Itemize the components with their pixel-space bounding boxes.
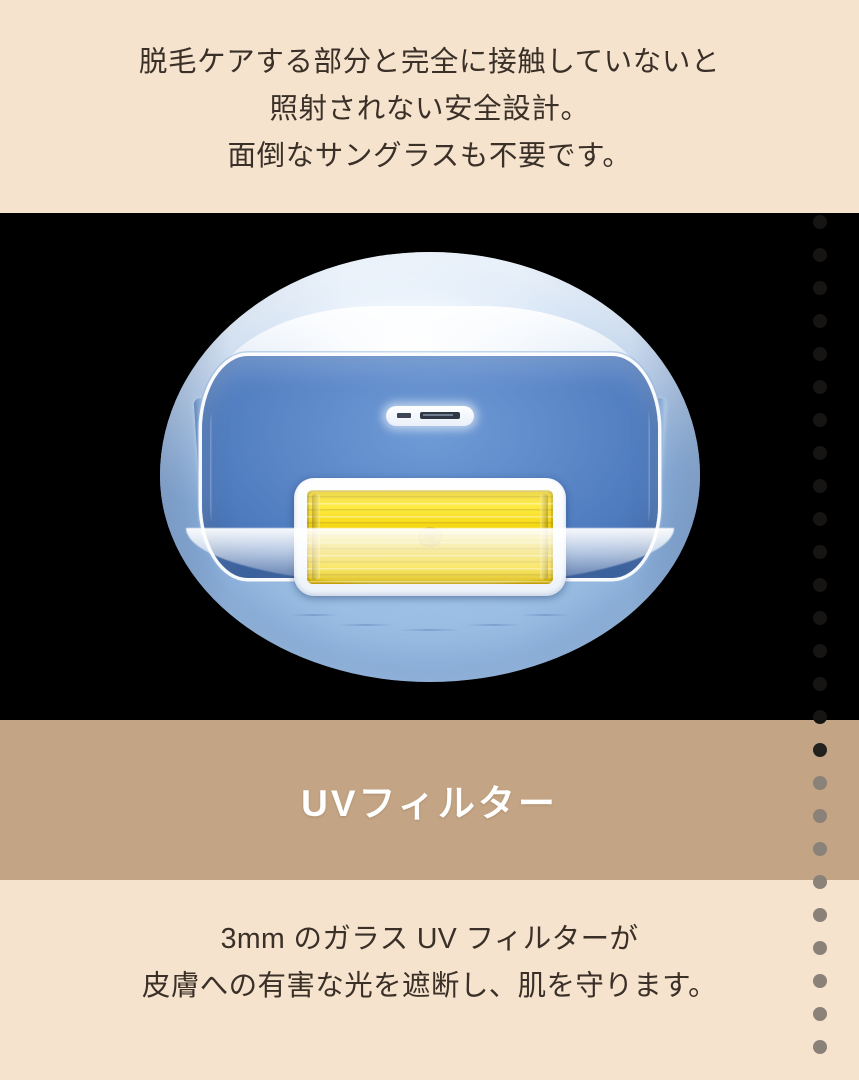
scroll-indicator-dot[interactable] (813, 809, 827, 823)
scroll-indicator-dot[interactable] (813, 611, 827, 625)
uv-filter-emblem-icon (417, 526, 442, 547)
indicator-mark-left (396, 412, 411, 418)
scroll-indicator-dot[interactable] (813, 545, 827, 559)
bottom-description-line-2: 皮膚への有害な光を遮断し、肌を守ります。 (141, 970, 718, 1002)
scroll-indicator-dot[interactable] (813, 281, 827, 295)
scroll-indicator-dot[interactable] (813, 875, 827, 889)
bottom-description-block: 3mm のガラス UV フィルターが 皮膚への有害な光を遮断し、肌を守ります。 (0, 880, 859, 1080)
scroll-indicator-dot[interactable] (813, 1007, 827, 1021)
scroll-indicator-dot[interactable] (813, 347, 827, 361)
scroll-indicator-dot[interactable] (813, 677, 827, 691)
scroll-indicator-dot[interactable] (813, 743, 827, 757)
scroll-indicator[interactable] (813, 211, 829, 1080)
section-title: UVフィルター (301, 783, 558, 824)
scroll-indicator-dot[interactable] (813, 248, 827, 262)
scroll-indicator-dot[interactable] (813, 578, 827, 592)
scroll-indicator-dot[interactable] (813, 413, 827, 427)
scroll-indicator-dot[interactable] (813, 842, 827, 856)
uv-filter-gloss (306, 489, 553, 529)
scroll-indicator-dot[interactable] (813, 314, 827, 328)
scroll-indicator-dot[interactable] (813, 1040, 827, 1054)
device-indicator-strip (385, 405, 474, 426)
section-banner: UVフィルター (0, 720, 859, 880)
bottom-description-line-1: 3mm のガラス UV フィルターが (220, 923, 639, 955)
scroll-indicator-dot[interactable] (813, 380, 827, 394)
scroll-indicator-dot[interactable] (813, 941, 827, 955)
scroll-indicator-dot[interactable] (813, 446, 827, 460)
scroll-indicator-dot[interactable] (813, 644, 827, 658)
scroll-indicator-dot[interactable] (813, 776, 827, 790)
device-face-plate (201, 355, 658, 596)
scroll-indicator-dot[interactable] (813, 479, 827, 493)
top-description-line-1: 脱毛ケアする部分と完全に接触していないと (138, 46, 721, 78)
scroll-indicator-dot[interactable] (813, 710, 827, 724)
uv-filter-frame (293, 477, 566, 596)
product-hero-image (0, 213, 859, 720)
scroll-indicator-dot[interactable] (813, 974, 827, 988)
scroll-indicator-dot[interactable] (813, 908, 827, 922)
device-bottom-vents (278, 604, 582, 648)
scroll-indicator-dot[interactable] (813, 215, 827, 229)
top-description-line-2: 照射されない安全設計。 (269, 93, 590, 125)
top-description-block: 脱毛ケアする部分と完全に接触していないと 照射されない安全設計。 面倒なサングラ… (0, 0, 859, 213)
ipl-device-illustration (159, 251, 700, 682)
indicator-mark-right (419, 412, 460, 419)
uv-filter-window (306, 489, 553, 584)
top-description-line-3: 面倒なサングラスも不要です。 (227, 140, 632, 172)
scroll-indicator-dot[interactable] (813, 512, 827, 526)
